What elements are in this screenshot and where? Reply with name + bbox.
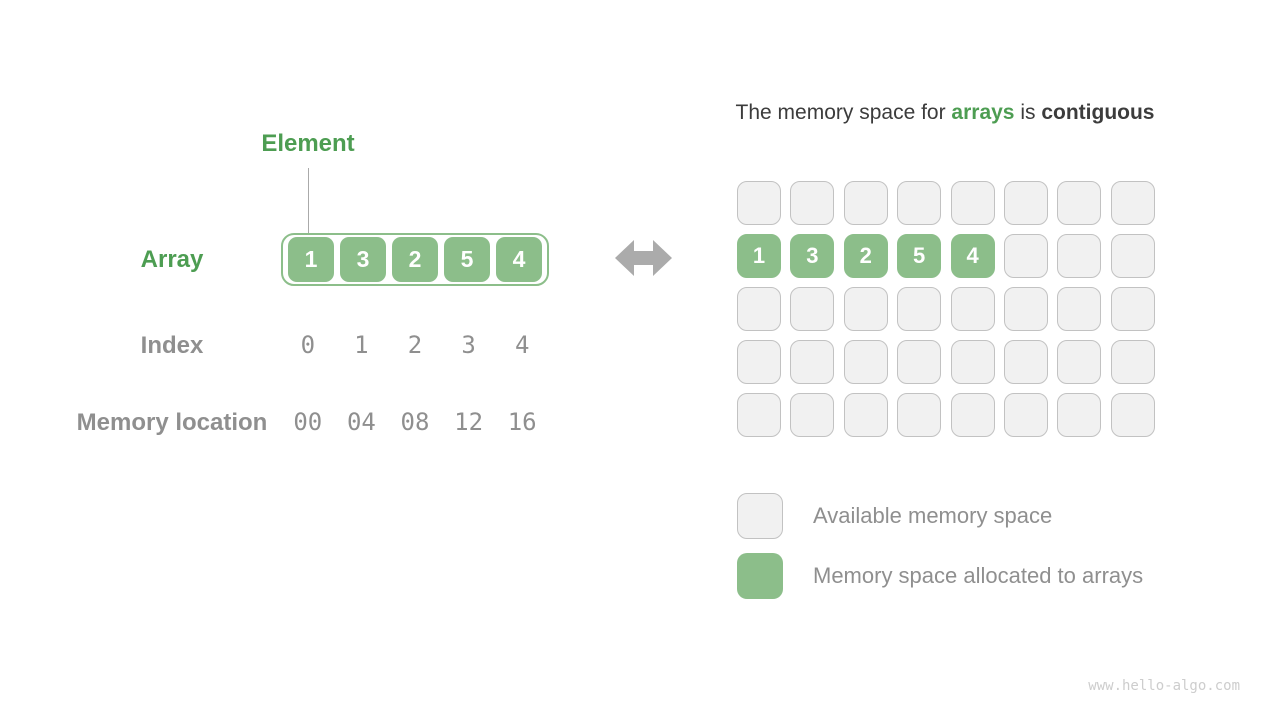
left-right-arrow-icon	[615, 240, 672, 276]
memory-cell-available	[950, 340, 995, 384]
array-cell: 1	[288, 237, 334, 282]
memory-cell-available	[790, 181, 835, 225]
memory-cell-available	[737, 181, 781, 225]
array-cell: 3	[340, 237, 386, 282]
memory-cell-available	[1057, 287, 1102, 331]
memory-cell-available	[1110, 340, 1155, 384]
allocated-swatch	[737, 553, 783, 599]
index-value: 1	[354, 331, 369, 359]
memory-cell-allocated: 4	[950, 234, 995, 278]
memory-cell-available	[737, 393, 781, 437]
memory-cell-available	[1003, 287, 1048, 331]
memory-location-value: 00	[293, 408, 323, 436]
array-label: Array	[140, 246, 204, 273]
element-label: Element	[261, 130, 355, 157]
memory-cell-available	[1057, 181, 1102, 225]
title-text: is	[1014, 101, 1042, 124]
memory-cell-available	[1110, 287, 1155, 331]
memory-cell-available	[790, 393, 835, 437]
title-text: contiguous	[1041, 101, 1155, 124]
index-value: 2	[407, 331, 423, 359]
memory-location-label: Memory location	[76, 409, 268, 436]
memory-cell-available	[790, 287, 835, 331]
memory-cell-available	[1110, 181, 1155, 225]
title-text: The memory space for	[735, 101, 952, 124]
index-value: 4	[514, 331, 530, 359]
memory-cell-available	[1003, 340, 1048, 384]
array-cell: 5	[444, 237, 490, 282]
memory-cell-available	[950, 393, 995, 437]
index-value: 3	[461, 331, 476, 359]
index-values-row: 0 1 2 3 4	[281, 331, 549, 359]
index-label: Index	[140, 332, 204, 359]
memory-cell-allocated: 5	[897, 234, 942, 278]
memory-cell-available	[737, 340, 781, 384]
array-cell: 4	[496, 237, 542, 282]
memory-cell-available	[1110, 234, 1155, 278]
watermark: www.hello-algo.com	[1088, 678, 1240, 694]
index-value: 0	[300, 331, 316, 359]
memory-cell-available	[1003, 393, 1048, 437]
legend-item: Available memory space	[737, 493, 1143, 539]
legend-label: Memory space allocated to arrays	[813, 563, 1144, 588]
memory-cell-available	[843, 340, 888, 384]
memory-cell-available	[1003, 181, 1048, 225]
memory-location-value: 12	[454, 408, 484, 436]
available-swatch	[737, 493, 783, 539]
memory-cell-available	[1057, 340, 1102, 384]
memory-cell-available	[897, 393, 942, 437]
memory-location-value: 16	[507, 408, 537, 436]
memory-cell-available	[1057, 393, 1102, 437]
memory-cell-available	[843, 287, 888, 331]
memory-cell-available	[843, 393, 888, 437]
memory-cell-available	[1003, 234, 1048, 278]
memory-cell-available	[1110, 393, 1155, 437]
memory-cell-available	[950, 181, 995, 225]
memory-cell-available	[843, 181, 888, 225]
memory-cell-available	[790, 340, 835, 384]
memory-cell-available	[897, 340, 942, 384]
title-text: arrays	[951, 101, 1015, 124]
memory-values-row: 00 04 08 12 16	[281, 408, 549, 436]
memory-cell-available	[737, 287, 781, 331]
memory-cell-allocated: 1	[737, 234, 781, 278]
memory-cell-available	[897, 287, 942, 331]
memory-cell-available	[950, 287, 995, 331]
legend-item: Memory space allocated to arrays	[737, 553, 1143, 599]
element-connector-line	[308, 168, 309, 233]
memory-cell-allocated: 3	[790, 234, 835, 278]
memory-location-value: 04	[346, 408, 376, 436]
legend-label: Available memory space	[813, 503, 1053, 528]
memory-space-title: The memory space for arrays is contiguou…	[660, 101, 1230, 125]
memory-cell-available	[1057, 234, 1102, 278]
array-cell: 2	[392, 237, 438, 282]
memory-cell-allocated: 2	[843, 234, 888, 278]
memory-cell-available	[897, 181, 942, 225]
memory-location-value: 08	[400, 408, 430, 436]
